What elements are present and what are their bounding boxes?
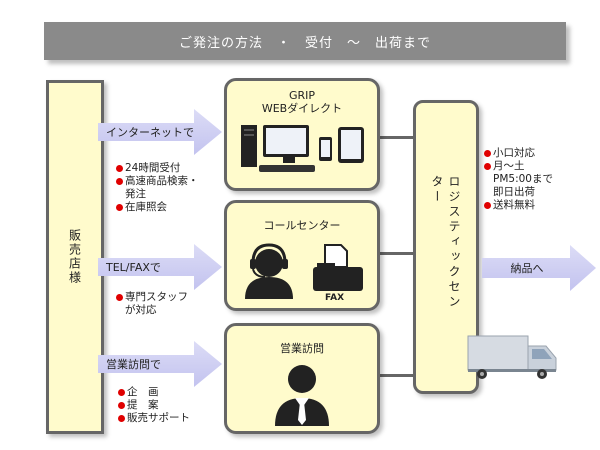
delivery-truck-icon [467,335,557,379]
bullet-dot-icon [484,150,491,157]
delivery-arrow [482,245,596,291]
call-center-illustration [245,243,363,299]
sales-bullets: 企 画 提 案 販売サポート [118,386,228,425]
arrow-sales-label: 営業訪問で [106,358,161,371]
call-center-box: コールセンター FAX [224,200,380,311]
bullet-item: 小口対応 [484,147,596,160]
call-center-title: コールセンター [263,219,341,232]
web-direct-box: GRIP WEBダイレクト [224,78,380,191]
bullet-item-continued: PM5:00まで [493,173,553,185]
bullet-item: 在庫照会 [116,201,226,214]
arrow-internet-label: インターネットで [106,126,194,139]
bullet-dot-icon [116,294,123,301]
shop-label: 販売店様 [67,229,82,285]
web-direct-title: GRIP WEBダイレクト [261,89,343,115]
arrow-sales-label-wrap: 営業訪問で [98,355,198,373]
bullet-item: 送料無料 [484,199,596,212]
delivery-arrow-label: 納品へ [510,262,544,275]
page-title: ご発注の方法 ・ 受付 〜 出荷まで [178,35,431,51]
bullet-item: 提 案 [118,399,228,412]
bullet-dot-icon [116,178,123,185]
bullet-item-continued: 発注 [125,188,146,200]
fax-machine-icon [313,244,363,291]
desktop-computer-icon [241,125,315,172]
arrow-internet [98,109,222,155]
header-bar: ご発注の方法 ・ 受付 〜 出荷まで [44,22,566,60]
fax-label: FAX [325,293,345,303]
arrow-telfax-label: TEL/FAXで [106,261,161,274]
bullet-dot-icon [116,165,123,172]
arrow-telfax [98,244,222,290]
businessman-icon [275,365,329,426]
arrow-internet-label-wrap: インターネットで [98,123,198,141]
logistics-center-box: ロジスティックセンター [413,100,479,394]
devices-illustration [241,125,364,172]
bullet-item-continued: 即日出荷 [493,186,535,198]
telfax-bullets: 専門スタッフ が対応 [116,291,226,317]
smartphone-icon [319,137,332,161]
bullet-dot-icon [118,389,125,396]
logistics-bullets: 小口対応 月〜土 PM5:00まで 即日出荷 送料無料 [484,147,596,212]
bullet-item: 企 画 [118,386,228,399]
bullet-item-continued: が対応 [125,304,157,316]
connector-line-web [374,136,413,139]
logistics-center-label: ロジスティックセンター [430,175,461,310]
internet-bullets: 24時間受付 高速商品検索・ 発注 在庫照会 [116,162,226,214]
shop-box: 販売店様 [46,80,104,434]
bullet-dot-icon [118,415,125,422]
arrow-telfax-label-wrap: TEL/FAXで [98,258,198,276]
bullet-item: 高速商品検索・ [116,175,226,188]
bullet-dot-icon [484,202,491,209]
sales-visit-box: 営業訪問 [224,323,380,434]
arrow-sales [98,341,222,387]
connector-line-call [374,252,413,255]
bullet-dot-icon [116,204,123,211]
bullet-dot-icon [118,402,125,409]
connector-line-sales [374,374,413,377]
bullet-item: 販売サポート [118,412,228,425]
headset-operator-icon [245,243,293,299]
sales-visit-title: 営業訪問 [280,342,324,355]
tablet-icon [338,127,364,163]
bullet-item: 24時間受付 [116,162,226,175]
bullet-item: 専門スタッフ [116,291,226,304]
bullet-item: 月〜土 [484,160,596,173]
bullet-dot-icon [484,163,491,170]
